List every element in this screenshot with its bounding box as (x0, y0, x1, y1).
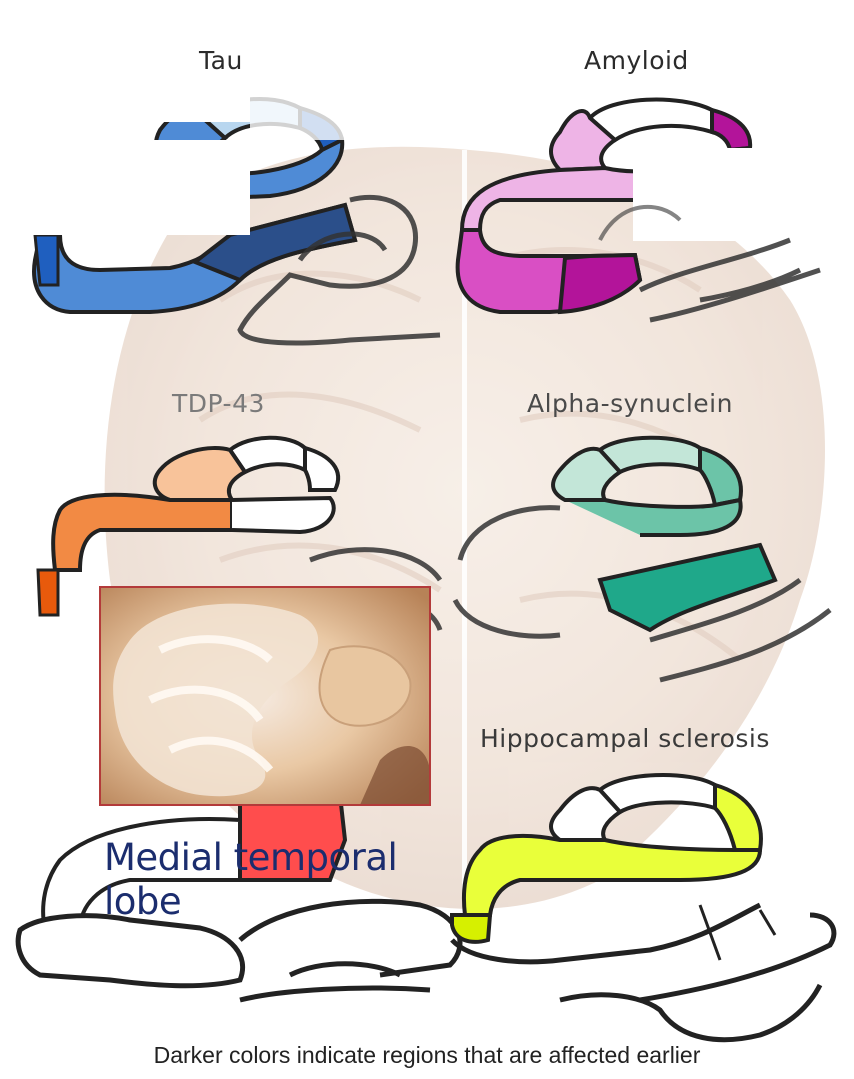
medial-temporal-lobe-title: Medial temporal lobe (104, 836, 464, 924)
amyloid-label: Amyloid (584, 46, 689, 75)
tau-edge-dark (35, 235, 58, 285)
amyloid-subfield-dark (712, 110, 750, 150)
tdp43-label: TDP-43 (172, 389, 265, 418)
hippocampal-sclerosis-label: Hippocampal sclerosis (480, 724, 770, 753)
tau-label: Tau (199, 46, 243, 75)
figure-caption: Darker colors indicate regions that are … (0, 1042, 854, 1069)
hs-subfield-bright (715, 785, 761, 850)
alpha-synuclein-label: Alpha-synuclein (527, 389, 733, 418)
tdp43-edge-dark (38, 570, 58, 615)
medial-temporal-lobe-inset (100, 587, 430, 805)
